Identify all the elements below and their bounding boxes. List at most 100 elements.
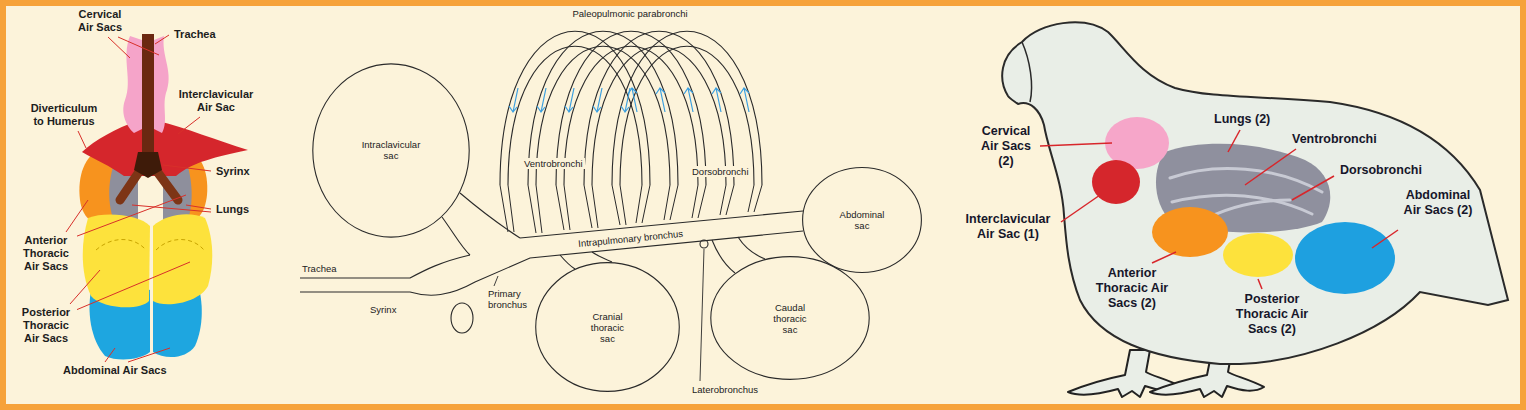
structure-label: Dorsobronchi: [690, 166, 751, 177]
leader-line: [76, 262, 190, 310]
sac-name: Caudal thoracic sac: [769, 302, 811, 335]
bronchus-branch: [692, 185, 706, 218]
airway-outline: [738, 237, 765, 259]
airway-outline: [300, 193, 803, 333]
bronchus-branch: [664, 185, 678, 220]
leader-line: [178, 117, 200, 134]
leader-line: [494, 249, 704, 381]
leader-line: [1258, 279, 1262, 289]
bronchus-line: [1170, 169, 1322, 192]
sac-text-block: Caudal thoracic sac: [769, 302, 811, 335]
leader-line: [70, 270, 100, 304]
structure-label: Paleopulmonic parabronchi: [571, 8, 690, 19]
airway-outline: [592, 252, 612, 262]
bronchus-branch: [612, 185, 626, 225]
air-sac-node: Caudal thoracic sac: [710, 256, 870, 380]
structure-label: Trachea: [300, 263, 339, 274]
sac-text-block: Cranial thoracic sac: [587, 311, 629, 344]
airflow-arrow: [712, 88, 721, 112]
airflow-arrow: [621, 88, 630, 112]
part-label: Syrinx: [214, 165, 252, 178]
airway-outline: [442, 217, 470, 255]
sac-name: Intraclavicular sac: [358, 139, 424, 161]
trachea: [142, 34, 154, 158]
sac-text-block: Abdominal sac: [837, 209, 887, 231]
sac-outline: [711, 257, 869, 380]
leader-line: [1061, 195, 1100, 222]
airway-outline: [712, 240, 735, 273]
airflow-arrow: [684, 88, 693, 112]
bronchus-branch: [528, 185, 542, 233]
air-sac-node: Cranial thoracic sac: [535, 262, 680, 392]
structure-label: Laterobronchus: [690, 384, 760, 395]
airflow-arrow: [593, 88, 602, 112]
air-sac-node: Abdominal sac: [802, 167, 922, 273]
part-label: Interclavicular Air Sac (1): [956, 212, 1060, 242]
abdominal-air-sac: [1295, 222, 1395, 294]
sac-outline: [313, 63, 469, 236]
part-label: Abdominal Air Sacs (2): [1400, 188, 1476, 218]
airway-outline: [460, 193, 520, 238]
leader-line: [72, 195, 186, 238]
part-label: Posterior Thoracic Air Sacs (2): [1232, 292, 1312, 337]
airway-outline: [451, 303, 473, 333]
leader-line: [1372, 230, 1398, 248]
parabronchus-loop: [612, 31, 762, 185]
part-label: Dorsobronchi: [1338, 163, 1424, 178]
part-label: Lungs: [214, 203, 251, 216]
cervical-air-sac: [154, 36, 169, 133]
airflow-arrow: [740, 88, 749, 112]
sac-outline: [803, 168, 922, 273]
leader-line: [1228, 130, 1240, 152]
structure-label: Primary bronchus: [486, 288, 532, 310]
bronchus-branch: [720, 185, 734, 215]
structure-label: Intrapulmonary bronchus: [575, 227, 685, 249]
leader-line: [78, 131, 86, 148]
airway-outline: [300, 231, 803, 295]
sac-name: Abdominal sac: [837, 209, 887, 231]
airflow-arrow: [509, 88, 518, 112]
frame: [6, 6, 1520, 404]
part-label: Lungs (2): [1212, 112, 1272, 127]
bronchus-branch: [500, 185, 762, 233]
airflow-arrow: [565, 88, 574, 112]
sac-text-block: Intraclavicular sac: [358, 139, 424, 161]
part-label: Trachea: [172, 28, 218, 41]
interclavicular-air-sac: [1092, 160, 1140, 204]
air-sac-node: Intraclavicular sac: [312, 63, 470, 238]
leader-line: [1152, 252, 1176, 263]
airflow-arrow: [628, 88, 637, 112]
parabronchus-loop: [620, 46, 754, 185]
airflow-arrow: [656, 88, 665, 112]
leader-line: [1040, 143, 1112, 146]
sac-outline: [536, 263, 680, 392]
airway-outline: [700, 240, 708, 248]
anterior-thoracic-air-sac: [1152, 207, 1228, 257]
part-label: Ventrobronchi: [1290, 132, 1379, 147]
posterior-thoracic-air-sac: [1223, 233, 1293, 277]
leader-line: [105, 348, 115, 362]
leader-line: [118, 37, 159, 55]
bronchus-branch: [748, 185, 762, 212]
parabronchus-loop: [500, 31, 762, 185]
part-label: Abdominal Air Sacs: [61, 364, 169, 377]
airflow-arrow: [509, 88, 749, 112]
part-label: Diverticulum to Humerus: [25, 102, 103, 128]
airflow-arrow: [537, 88, 546, 112]
leader-line: [128, 348, 170, 362]
leader-line: [108, 37, 130, 58]
part-label: Anterior Thoracic Air Sacs: [15, 234, 77, 273]
syrinx: [134, 152, 162, 178]
leader-line: [186, 205, 211, 209]
leader-line: [1292, 176, 1334, 200]
beak-line: [1022, 42, 1032, 102]
parrot-outline: [1002, 22, 1508, 364]
airway-outline: [560, 255, 575, 269]
cervical-air-sac: [123, 36, 142, 133]
structure-label: Ventrobronchi: [522, 158, 585, 169]
leader-line: [494, 276, 498, 286]
